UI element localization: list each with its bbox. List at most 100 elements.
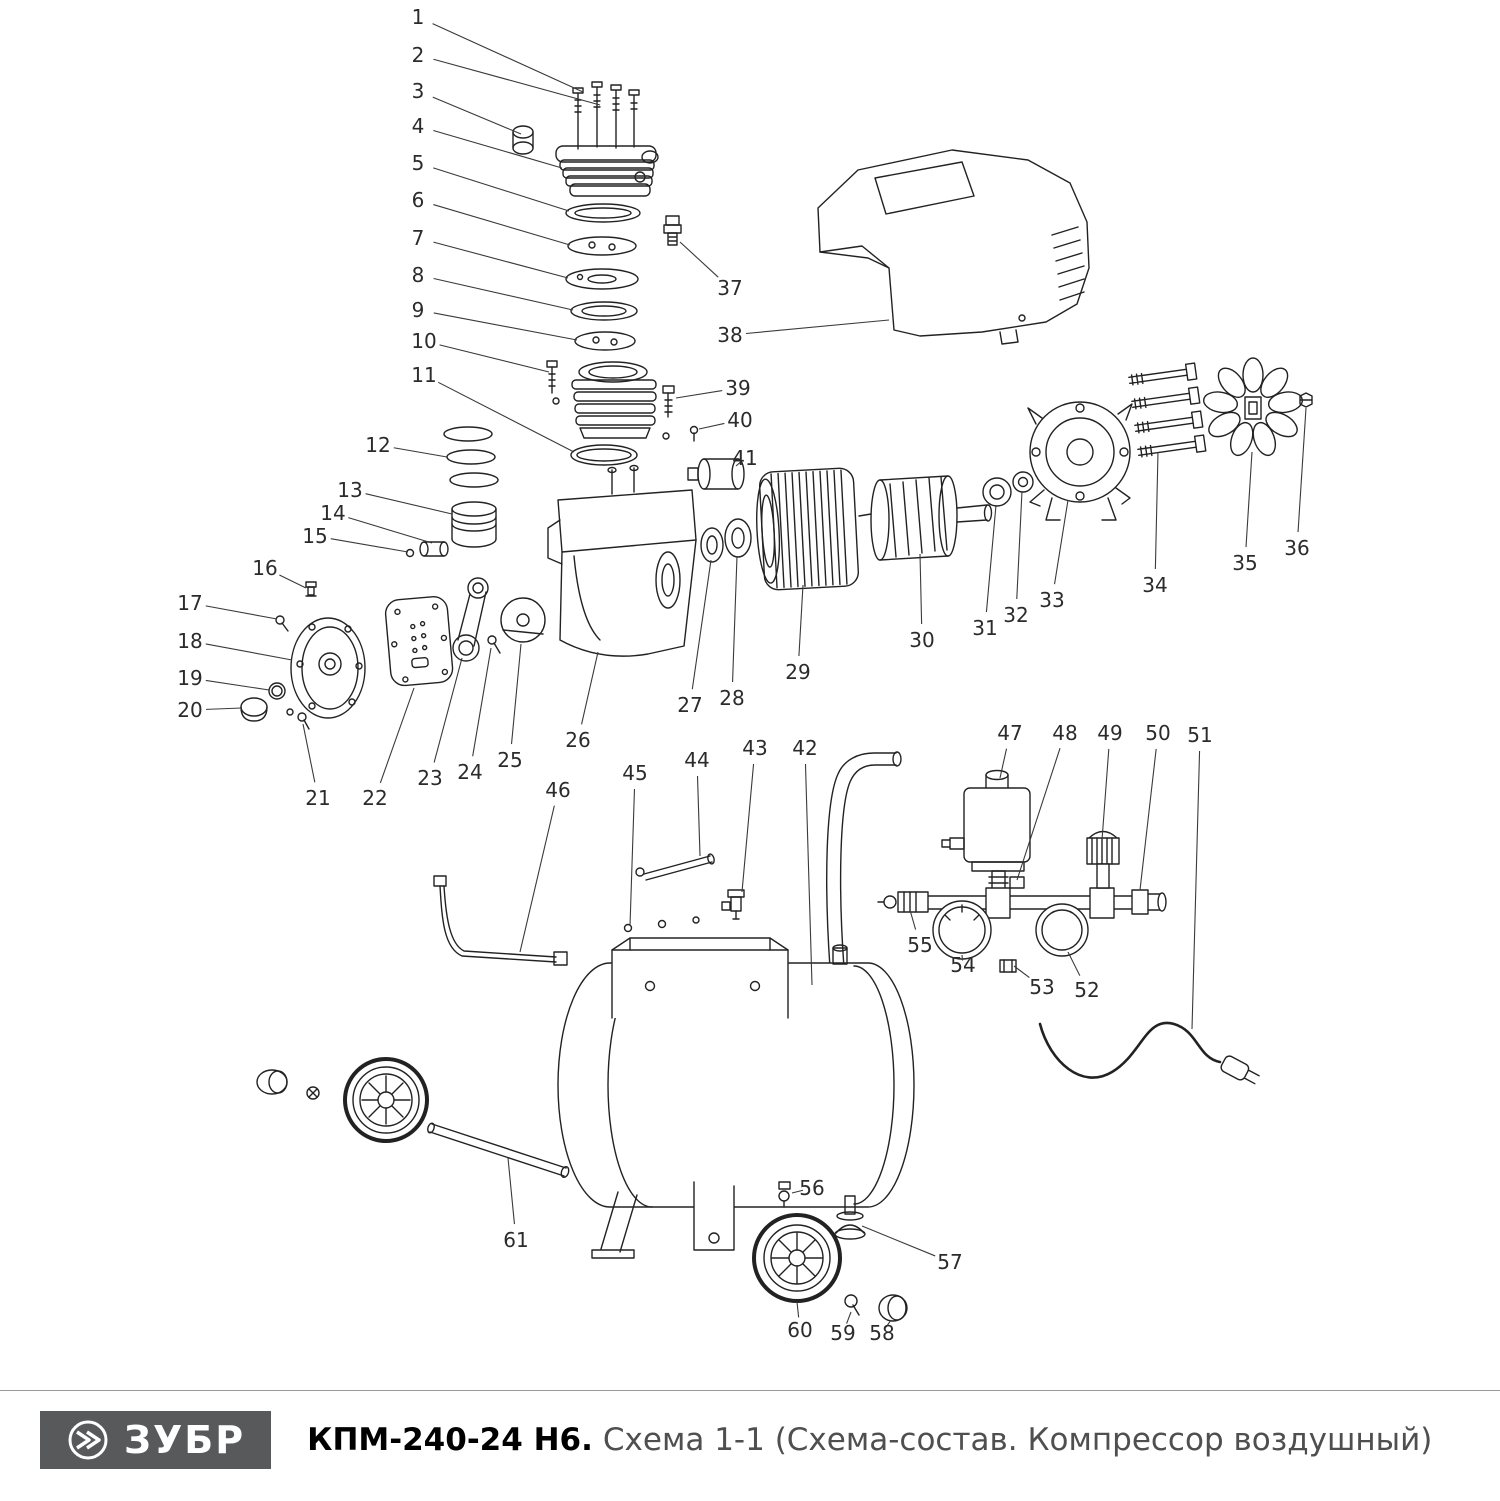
leader-line-32 — [1016, 490, 1023, 600]
part-number-51: 51 — [1187, 723, 1212, 747]
part-number-55: 55 — [907, 933, 932, 957]
part-number-6: 6 — [412, 188, 425, 212]
part-number-57: 57 — [937, 1250, 962, 1274]
part-number-45: 45 — [622, 761, 647, 785]
part-number-30: 30 — [909, 628, 934, 652]
part-number-22: 22 — [362, 786, 387, 810]
part-number-13: 13 — [337, 478, 362, 502]
leader-line-23 — [433, 657, 463, 763]
leader-line-24 — [472, 647, 492, 757]
power-cord-art — [1038, 1021, 1260, 1085]
leader-line-8 — [433, 277, 574, 311]
part-number-3: 3 — [412, 79, 425, 103]
leader-line-60 — [796, 1301, 800, 1318]
shaft-washers-art — [700, 518, 752, 563]
leader-line-27 — [691, 559, 712, 690]
leader-line-33 — [1053, 499, 1069, 585]
part-number-26: 26 — [565, 728, 590, 752]
leader-lines-layer — [205, 23, 1307, 1328]
leader-line-42 — [804, 763, 813, 986]
part-number-40: 40 — [727, 408, 752, 432]
fan-art — [1202, 357, 1304, 457]
leader-line-48 — [1016, 748, 1061, 881]
leader-line-56 — [791, 1189, 804, 1194]
piston-pin-art — [405, 541, 449, 558]
leader-line-14 — [348, 517, 433, 544]
left-wheel-art — [256, 1057, 429, 1143]
part-number-14: 14 — [320, 501, 345, 525]
zubr-logo-icon — [68, 1420, 108, 1460]
leader-line-55 — [909, 909, 917, 930]
leader-line-28 — [732, 555, 738, 683]
leader-line-9 — [433, 312, 578, 341]
part-number-44: 44 — [684, 748, 709, 772]
leader-line-58 — [885, 1319, 892, 1328]
leader-line-13 — [365, 493, 453, 515]
leader-line-2 — [433, 58, 601, 106]
pressure-switch-art — [941, 769, 1031, 893]
rubber-foot-art — [834, 1195, 866, 1240]
leader-line-59 — [846, 1311, 852, 1324]
piston-rings-art — [443, 426, 499, 488]
motor-bolts-art — [1128, 362, 1207, 458]
crankcase-art — [547, 464, 697, 657]
breather-art — [305, 581, 317, 597]
leader-line-26 — [581, 651, 599, 725]
part-number-61: 61 — [503, 1228, 528, 1252]
part-number-20: 20 — [177, 698, 202, 722]
o-ring-art — [570, 444, 638, 466]
crankcase-cover-art — [240, 615, 366, 730]
leader-line-54 — [961, 954, 964, 961]
plug-art — [999, 959, 1017, 973]
model-number: КПМ-240-24 Н6. — [307, 1422, 593, 1458]
regulator-art — [1086, 830, 1120, 889]
leader-line-35 — [1245, 451, 1253, 548]
part-number-21: 21 — [305, 786, 330, 810]
leader-line-44 — [696, 775, 701, 857]
leader-line-36 — [1297, 407, 1307, 533]
part-number-17: 17 — [177, 591, 202, 615]
mount-bracket-art — [611, 916, 789, 1019]
manifold-art — [877, 876, 1167, 919]
leader-line-11 — [437, 381, 575, 453]
gauge-large-art — [932, 900, 992, 960]
leader-line-53 — [1013, 965, 1030, 978]
part-number-50: 50 — [1145, 721, 1170, 745]
leader-line-30 — [919, 553, 923, 625]
part-number-59: 59 — [830, 1321, 855, 1345]
cover-gasket-art — [384, 596, 454, 687]
leader-line-34 — [1154, 451, 1159, 570]
leader-line-18 — [205, 643, 293, 661]
leader-line-5 — [433, 167, 570, 212]
part-number-23: 23 — [417, 766, 442, 790]
leader-line-50 — [1139, 748, 1157, 891]
part-number-42: 42 — [792, 736, 817, 760]
valve-plates-art — [565, 203, 641, 351]
brand-logo: ЗУБР — [40, 1411, 272, 1469]
leader-line-6 — [433, 204, 571, 246]
drain-valve-art — [721, 889, 745, 920]
part-number-15: 15 — [302, 524, 327, 548]
part-number-28: 28 — [719, 686, 744, 710]
connecting-rod-art — [452, 577, 546, 662]
leader-line-51 — [1191, 750, 1201, 1030]
leader-line-47 — [999, 748, 1008, 779]
part-number-60: 60 — [787, 1318, 812, 1342]
leader-line-21 — [302, 723, 316, 783]
part-number-9: 9 — [412, 298, 425, 322]
part-number-16: 16 — [252, 556, 277, 580]
leader-line-40 — [698, 422, 725, 430]
outlet-pipe-art — [433, 875, 568, 966]
leader-line-7 — [433, 241, 569, 279]
cylinder-head-art — [555, 145, 659, 197]
part-number-32: 32 — [1003, 603, 1028, 627]
part-number-43: 43 — [742, 736, 767, 760]
part-number-49: 49 — [1097, 721, 1122, 745]
leader-line-61 — [507, 1157, 515, 1225]
leader-line-12 — [393, 447, 448, 458]
part-number-31: 31 — [972, 616, 997, 640]
leader-line-3 — [432, 96, 522, 135]
tank-art — [557, 751, 915, 1259]
part-number-48: 48 — [1052, 721, 1077, 745]
